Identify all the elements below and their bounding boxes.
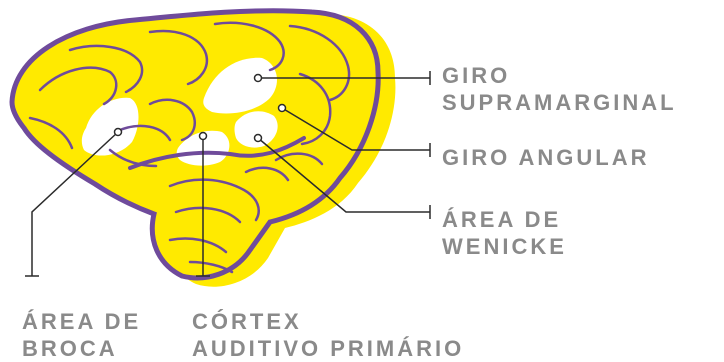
label-giro-supramarginal: GIRO SUPRAMARGINAL	[442, 62, 677, 116]
dot-auditory	[198, 131, 208, 141]
label-area-wenicke: ÁREA DE WENICKE	[442, 206, 567, 260]
label-line: GIRO ANGULAR	[442, 145, 650, 170]
label-line: GIRO	[442, 63, 511, 88]
label-giro-angular: GIRO ANGULAR	[442, 144, 650, 171]
label-line: ÁREA DE	[442, 207, 562, 232]
label-line: WENICKE	[442, 234, 567, 259]
dot-broca	[113, 127, 123, 137]
highlight-supramarginal	[203, 57, 277, 114]
lateral-fissure	[128, 136, 306, 170]
highlight-broca	[81, 97, 139, 156]
leader-lines	[25, 71, 431, 277]
label-line: ÁREA DE	[22, 309, 142, 334]
label-line: BROCA	[22, 336, 118, 361]
label-line: SUPRAMARGINAL	[442, 90, 677, 115]
marker-dots	[113, 73, 287, 143]
dot-wenicke	[253, 133, 263, 143]
dot-angular	[277, 103, 287, 113]
label-line: CÓRTEX	[192, 309, 302, 334]
label-line: AUDITIVO PRIMÁRIO	[192, 336, 465, 361]
dot-supramarginal	[253, 73, 263, 83]
label-area-broca: ÁREA DE BROCA	[22, 308, 141, 362]
brain-folds	[28, 21, 351, 274]
highlight-wenicke	[234, 111, 278, 148]
label-cortex-auditivo: CÓRTEX AUDITIVO PRIMÁRIO	[192, 308, 464, 362]
